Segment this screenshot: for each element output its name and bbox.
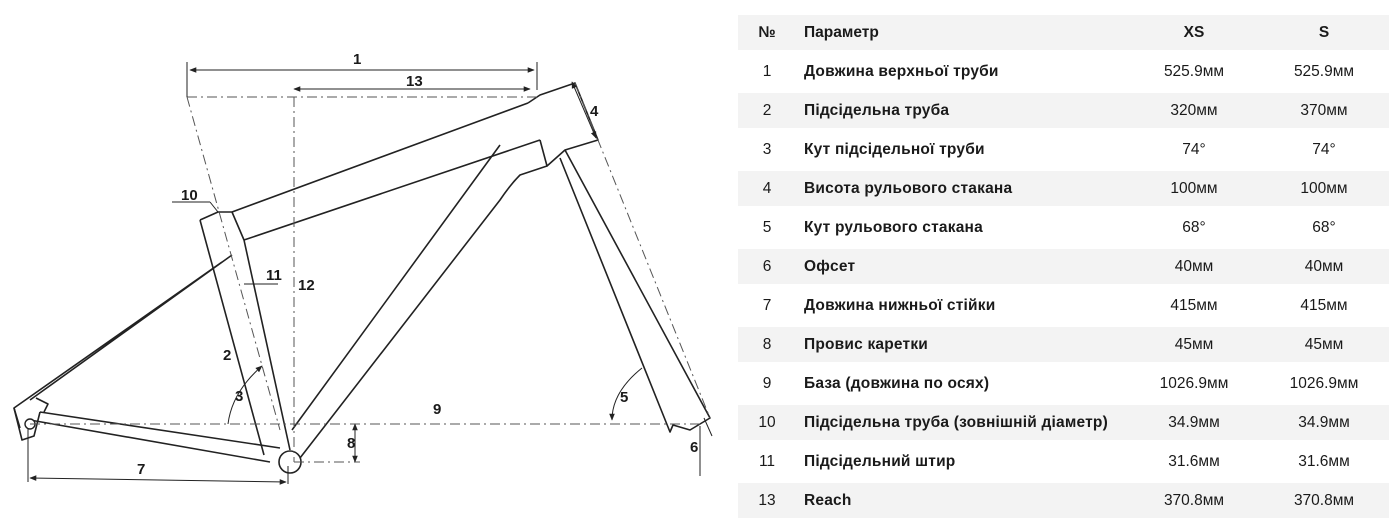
- frame-geometry-diagram: 1 13 4 10 11 12 2 3 9 5 8 6 7: [13, 51, 713, 485]
- row-value-s: 415мм: [1300, 296, 1348, 314]
- row-value-xs: 370.8мм: [1129, 483, 1259, 518]
- row-value-s: 34.9мм: [1259, 405, 1389, 440]
- row-value-s: 74°: [1312, 140, 1336, 158]
- row-value-s: 68°: [1312, 218, 1336, 236]
- row-value-xs: 34.9мм: [1129, 405, 1259, 440]
- row-number: 3: [762, 140, 772, 158]
- row-number: 11: [758, 452, 776, 470]
- dimension-lines: [27, 62, 713, 485]
- row-parameter: База (довжина по осях): [804, 374, 990, 392]
- row-number: 10: [738, 405, 796, 440]
- row-number: 9: [762, 374, 772, 392]
- row-parameter: Підсідельний штир: [804, 452, 956, 470]
- header-number: №: [738, 15, 796, 50]
- row-parameter: Reach: [796, 483, 1129, 518]
- row-value-xs: 68°: [1182, 218, 1206, 236]
- row-parameter: Підсідельна труба (зовнішній діаметр): [796, 405, 1129, 440]
- top-tube: [231, 102, 541, 241]
- reference-lines: [30, 82, 711, 463]
- label-seat-tube: 2: [223, 347, 231, 364]
- row-value-s: 370мм: [1259, 93, 1389, 128]
- row-number: 5: [762, 218, 772, 236]
- table-row: 3 Кут підсідельної труби 74° 74°: [738, 132, 1389, 167]
- table-row: 6 Офсет 40мм 40мм: [738, 249, 1389, 284]
- label-offset: 6: [690, 439, 698, 456]
- table-header-row: № Параметр XS S: [738, 15, 1389, 50]
- chain-stay: [29, 411, 281, 463]
- row-parameter: Висота рульового стакана: [796, 171, 1129, 206]
- table-row: 9 База (довжина по осях) 1026.9мм 1026.9…: [738, 366, 1389, 401]
- row-value-s: 1026.9мм: [1289, 374, 1359, 392]
- row-number: 13: [738, 483, 796, 518]
- row-value-xs: 320мм: [1129, 93, 1259, 128]
- row-value-xs: 525.9мм: [1163, 62, 1225, 80]
- row-value-xs: 40мм: [1129, 249, 1259, 284]
- row-number: 4: [738, 171, 796, 206]
- seat-stay: [13, 254, 233, 429]
- header-parameter: Параметр: [796, 15, 1129, 50]
- row-value-xs: 1026.9мм: [1159, 374, 1229, 392]
- head-tube: [527, 82, 599, 167]
- table-row: 11 Підсідельний штир 31.6мм 31.6мм: [738, 444, 1389, 479]
- fork: [559, 149, 711, 433]
- label-seat-tube-diam: 10: [181, 187, 198, 204]
- label-bb-drop: 8: [347, 435, 355, 452]
- down-tube: [291, 144, 548, 459]
- row-value-s: 40мм: [1259, 249, 1389, 284]
- table-row: 1 Довжина верхньої труби 525.9мм 525.9мм: [738, 54, 1389, 89]
- label-reach: 13: [406, 73, 423, 90]
- row-number: 2: [738, 93, 796, 128]
- table-row: 13 Reach 370.8мм 370.8мм: [738, 483, 1389, 518]
- label-seatpost: 11: [266, 267, 282, 284]
- bike-frame: [13, 82, 711, 463]
- label-top-tube-length: 1: [353, 51, 361, 68]
- row-number: 7: [762, 296, 772, 314]
- header-size-s: S: [1259, 15, 1389, 50]
- label-seat-angle: 3: [235, 388, 243, 405]
- row-parameter: Провис каретки: [796, 327, 1129, 362]
- row-parameter: Довжина нижньої стійки: [804, 296, 996, 314]
- table-row: 10 Підсідельна труба (зовнішній діаметр)…: [738, 405, 1389, 440]
- row-parameter: Кут рульового стакана: [804, 218, 983, 236]
- dimension-labels: 1 13 4 10 11 12 2 3 9 5 8 6 7: [137, 51, 698, 478]
- table-row: 5 Кут рульового стакана 68° 68°: [738, 210, 1389, 245]
- row-value-s: 100мм: [1259, 171, 1389, 206]
- row-value-xs: 74°: [1182, 140, 1206, 158]
- row-value-xs: 45мм: [1129, 327, 1259, 362]
- table-row: 8 Провис каретки 45мм 45мм: [738, 327, 1389, 362]
- row-parameter: Кут підсідельної труби: [804, 140, 985, 158]
- row-number: 6: [738, 249, 796, 284]
- label-stack: 12: [298, 277, 315, 294]
- table-row: 4 Висота рульового стакана 100мм 100мм: [738, 171, 1389, 206]
- row-value-s: 370.8мм: [1259, 483, 1389, 518]
- header-size-xs: XS: [1129, 15, 1259, 50]
- row-value-xs: 31.6мм: [1168, 452, 1220, 470]
- row-parameter: Довжина верхньої труби: [804, 62, 999, 80]
- label-head-angle: 5: [620, 389, 628, 406]
- row-parameter: Підсідельна труба: [796, 93, 1129, 128]
- row-value-xs: 100мм: [1129, 171, 1259, 206]
- row-parameter: Офсет: [796, 249, 1129, 284]
- geometry-table: № Параметр XS S 1 Довжина верхньої труби…: [738, 11, 1389, 522]
- row-number: 8: [738, 327, 796, 362]
- row-value-xs: 415мм: [1170, 296, 1218, 314]
- row-value-s: 525.9мм: [1293, 62, 1355, 80]
- table-row: 2 Підсідельна труба 320мм 370мм: [738, 93, 1389, 128]
- label-wheelbase: 9: [433, 401, 441, 418]
- label-chainstay: 7: [137, 461, 145, 478]
- label-head-tube-height: 4: [590, 103, 599, 120]
- row-value-s: 31.6мм: [1298, 452, 1350, 470]
- table-row: 7 Довжина нижньої стійки 415мм 415мм: [738, 288, 1389, 323]
- row-value-s: 45мм: [1259, 327, 1389, 362]
- row-number: 1: [762, 62, 772, 80]
- seat-tube: [199, 211, 291, 456]
